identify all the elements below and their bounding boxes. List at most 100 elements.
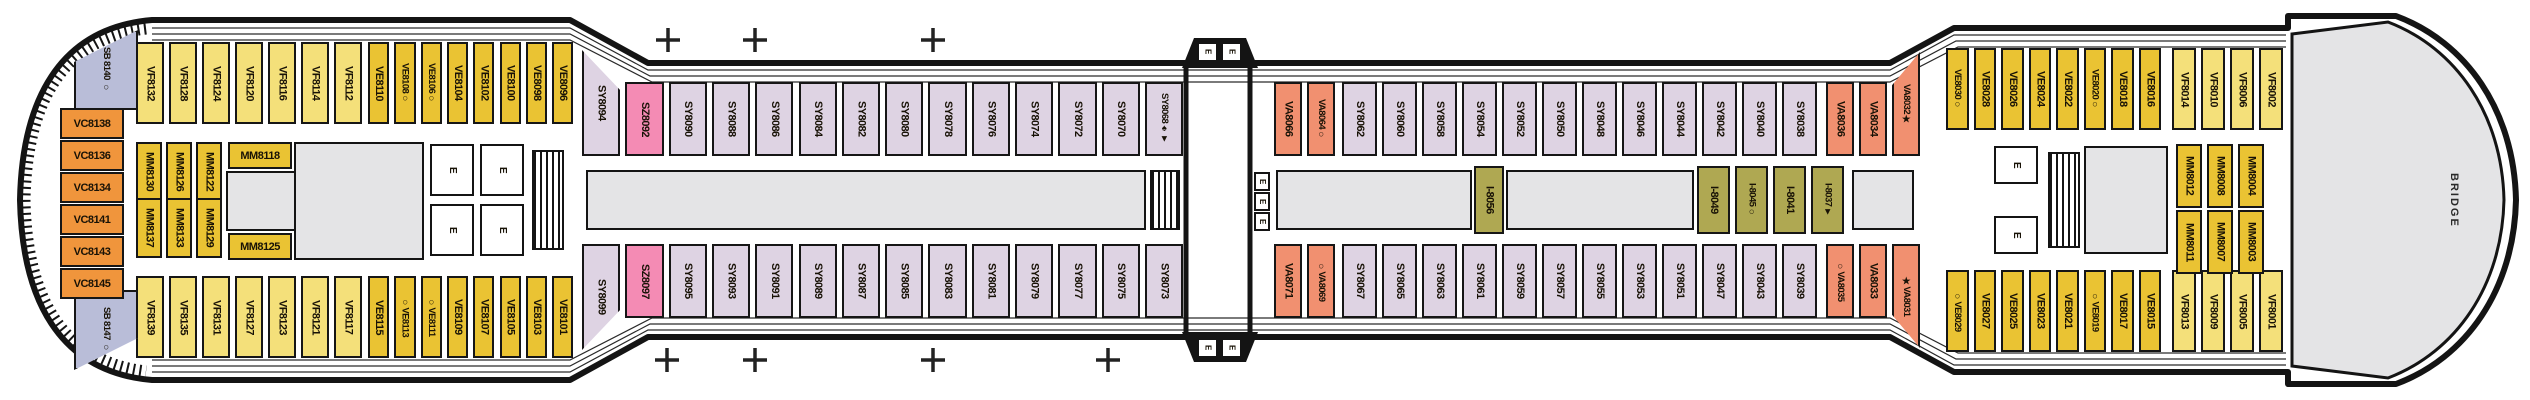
cabin-label: SY8077 xyxy=(1071,263,1084,299)
cabin-VF8010: VF8010 xyxy=(2201,48,2225,130)
cabin-VE8023: VE8023 xyxy=(2028,270,2051,352)
cabin-MM8130: MM8130 xyxy=(136,142,162,202)
cabin-SY8077: SY8077 xyxy=(1058,244,1097,318)
cabin-label: VE8107 xyxy=(478,299,491,335)
cabin-label: VE8096 xyxy=(557,65,570,101)
cabin-VE8096: VE8096 xyxy=(552,42,574,124)
cabin-label: VF8123 xyxy=(276,299,289,335)
cabin-VE8104: VE8104 xyxy=(446,42,469,124)
cabin-label: MM8126 xyxy=(173,152,186,192)
cabin-SY8043: SY8043 xyxy=(1742,244,1777,318)
cabin-SY8072: SY8072 xyxy=(1058,82,1097,156)
cabin-VF8006: VF8006 xyxy=(2230,48,2254,130)
elevator-room: E xyxy=(1994,146,2038,184)
cabin-SY8079: SY8079 xyxy=(1015,244,1054,318)
cabin-label: VC8134 xyxy=(73,181,111,194)
cabin-I-8041: I-8041 xyxy=(1773,166,1806,234)
cabin-label: SY8090 xyxy=(682,101,695,137)
cabin-VC8141: VC8141 xyxy=(60,204,124,235)
cabin-MM8133: MM8133 xyxy=(166,198,192,258)
cabin-label: VE8030○ xyxy=(1952,68,1963,110)
cabin-label: SY8073 xyxy=(1158,263,1171,299)
cabin-VA8069: ○VA8069 xyxy=(1307,244,1335,318)
elevator-room: E xyxy=(1197,338,1218,358)
cabin-label: SY8084 xyxy=(812,101,825,137)
cabin-label: VA8033 xyxy=(1867,263,1880,299)
cabin-VE8019: ○VE8019 xyxy=(2083,270,2106,352)
cabin-label: VE8109 xyxy=(452,299,465,335)
cabin-label: VA8034 xyxy=(1867,101,1880,137)
cabin-SY8074: SY8074 xyxy=(1015,82,1054,156)
cabin-label: SY8083 xyxy=(942,263,955,299)
cabin-label: VC8138 xyxy=(73,117,111,130)
cabin-label: VE8026 xyxy=(2006,71,2019,107)
cabin-VA8033: VA8033 xyxy=(1859,244,1887,318)
cabin-label: VE8101 xyxy=(557,299,570,335)
cabin-label: SY8082 xyxy=(855,101,868,137)
cabin-label: SY8099 xyxy=(595,279,608,315)
cabin-SZ8092: SZ8092 xyxy=(625,82,664,156)
cabin-MM8008: MM8008 xyxy=(2207,144,2233,208)
cabin-VC8145: VC8145 xyxy=(60,268,124,299)
cabin-VA8071: VA8071 xyxy=(1274,244,1302,318)
cabin-SY8067: SY8067 xyxy=(1342,244,1377,318)
cabin-SY8087: SY8087 xyxy=(841,244,881,318)
cabin-MM8126: MM8126 xyxy=(166,142,192,202)
elevator-label: E xyxy=(1258,178,1267,185)
cabin-label: MM8012 xyxy=(2183,156,2196,196)
elevator-label: E xyxy=(1258,218,1267,225)
cabin-VE8025: VE8025 xyxy=(2001,270,2024,352)
cabin-label: VF8135 xyxy=(177,299,190,335)
cabin-label: SY8054 xyxy=(1474,101,1486,137)
cabin-label: SY8074 xyxy=(1028,101,1041,137)
cabin-label: SY8061 xyxy=(1474,263,1486,299)
cabin-label: SY8076 xyxy=(985,101,998,137)
cabin-SY8052: SY8052 xyxy=(1502,82,1537,156)
elevator-label: E xyxy=(447,226,458,234)
cabin-label: VF8124 xyxy=(210,65,223,101)
cabin-VE8022: VE8022 xyxy=(2056,48,2079,130)
cabin-VF8123: VF8123 xyxy=(268,276,296,358)
elevator-label: E xyxy=(1203,49,1213,55)
cabin-VF8001: VF8001 xyxy=(2259,270,2283,352)
cabin-label: VF8128 xyxy=(177,65,190,101)
midship-passage-walls xyxy=(1183,64,1253,336)
cabin-VE8026: VE8026 xyxy=(2001,48,2024,130)
cabin-label: VE8024 xyxy=(2034,71,2047,107)
cabin-label: I-8045○ xyxy=(1746,183,1758,217)
cabin-label: SY8085 xyxy=(898,263,911,299)
cabin-label: ★VA8031 xyxy=(1900,275,1912,317)
cabin-label: VC8143 xyxy=(73,245,111,258)
cabin-label: SY8065 xyxy=(1394,263,1406,299)
cabin-VE8103: VE8103 xyxy=(525,276,548,358)
cabin-label: VE8023 xyxy=(2034,293,2047,329)
elevator-room: E xyxy=(1221,338,1242,358)
cabin-SY8089: SY8089 xyxy=(798,244,837,318)
elevator-room: E xyxy=(480,204,524,256)
cabin-label: VE8022 xyxy=(2061,71,2074,107)
cabin-I-8037: I-8037▼ xyxy=(1811,166,1844,234)
cabin-label: SB 8147 ○ xyxy=(100,307,112,353)
cabin-label: SY8039 xyxy=(1794,263,1806,299)
cabin-SY8080: SY8080 xyxy=(885,82,924,156)
cabin-label: VC8145 xyxy=(73,277,111,290)
cabin-label: VF8006 xyxy=(2236,71,2249,107)
cabin-label: VE8027 xyxy=(1979,293,1992,329)
cabin-VF8112: VF8112 xyxy=(334,42,362,124)
cabin-label: SY8057 xyxy=(1554,263,1566,299)
cabin-VE8101: VE8101 xyxy=(552,276,574,358)
cabin-label: SY8062 xyxy=(1354,101,1366,137)
cabin-SY8082: SY8082 xyxy=(841,82,881,156)
cabin-label: SY8093 xyxy=(725,263,738,299)
cabin-label: VE8100 xyxy=(504,65,517,101)
cabin-MM8003: MM8003 xyxy=(2238,210,2264,274)
cabin-VE8017: VE8017 xyxy=(2111,270,2134,352)
elevator-room: E xyxy=(1221,42,1242,62)
plus-marks xyxy=(655,28,1120,372)
cabin-MM8125: MM8125 xyxy=(228,233,292,260)
cabin-VF8135: VF8135 xyxy=(169,276,197,358)
cabin-VE8110: VE8110 xyxy=(368,42,390,124)
cabin-SY8068: SY8068♠▼ xyxy=(1144,82,1184,156)
cabin-SY8090: SY8090 xyxy=(668,82,707,156)
